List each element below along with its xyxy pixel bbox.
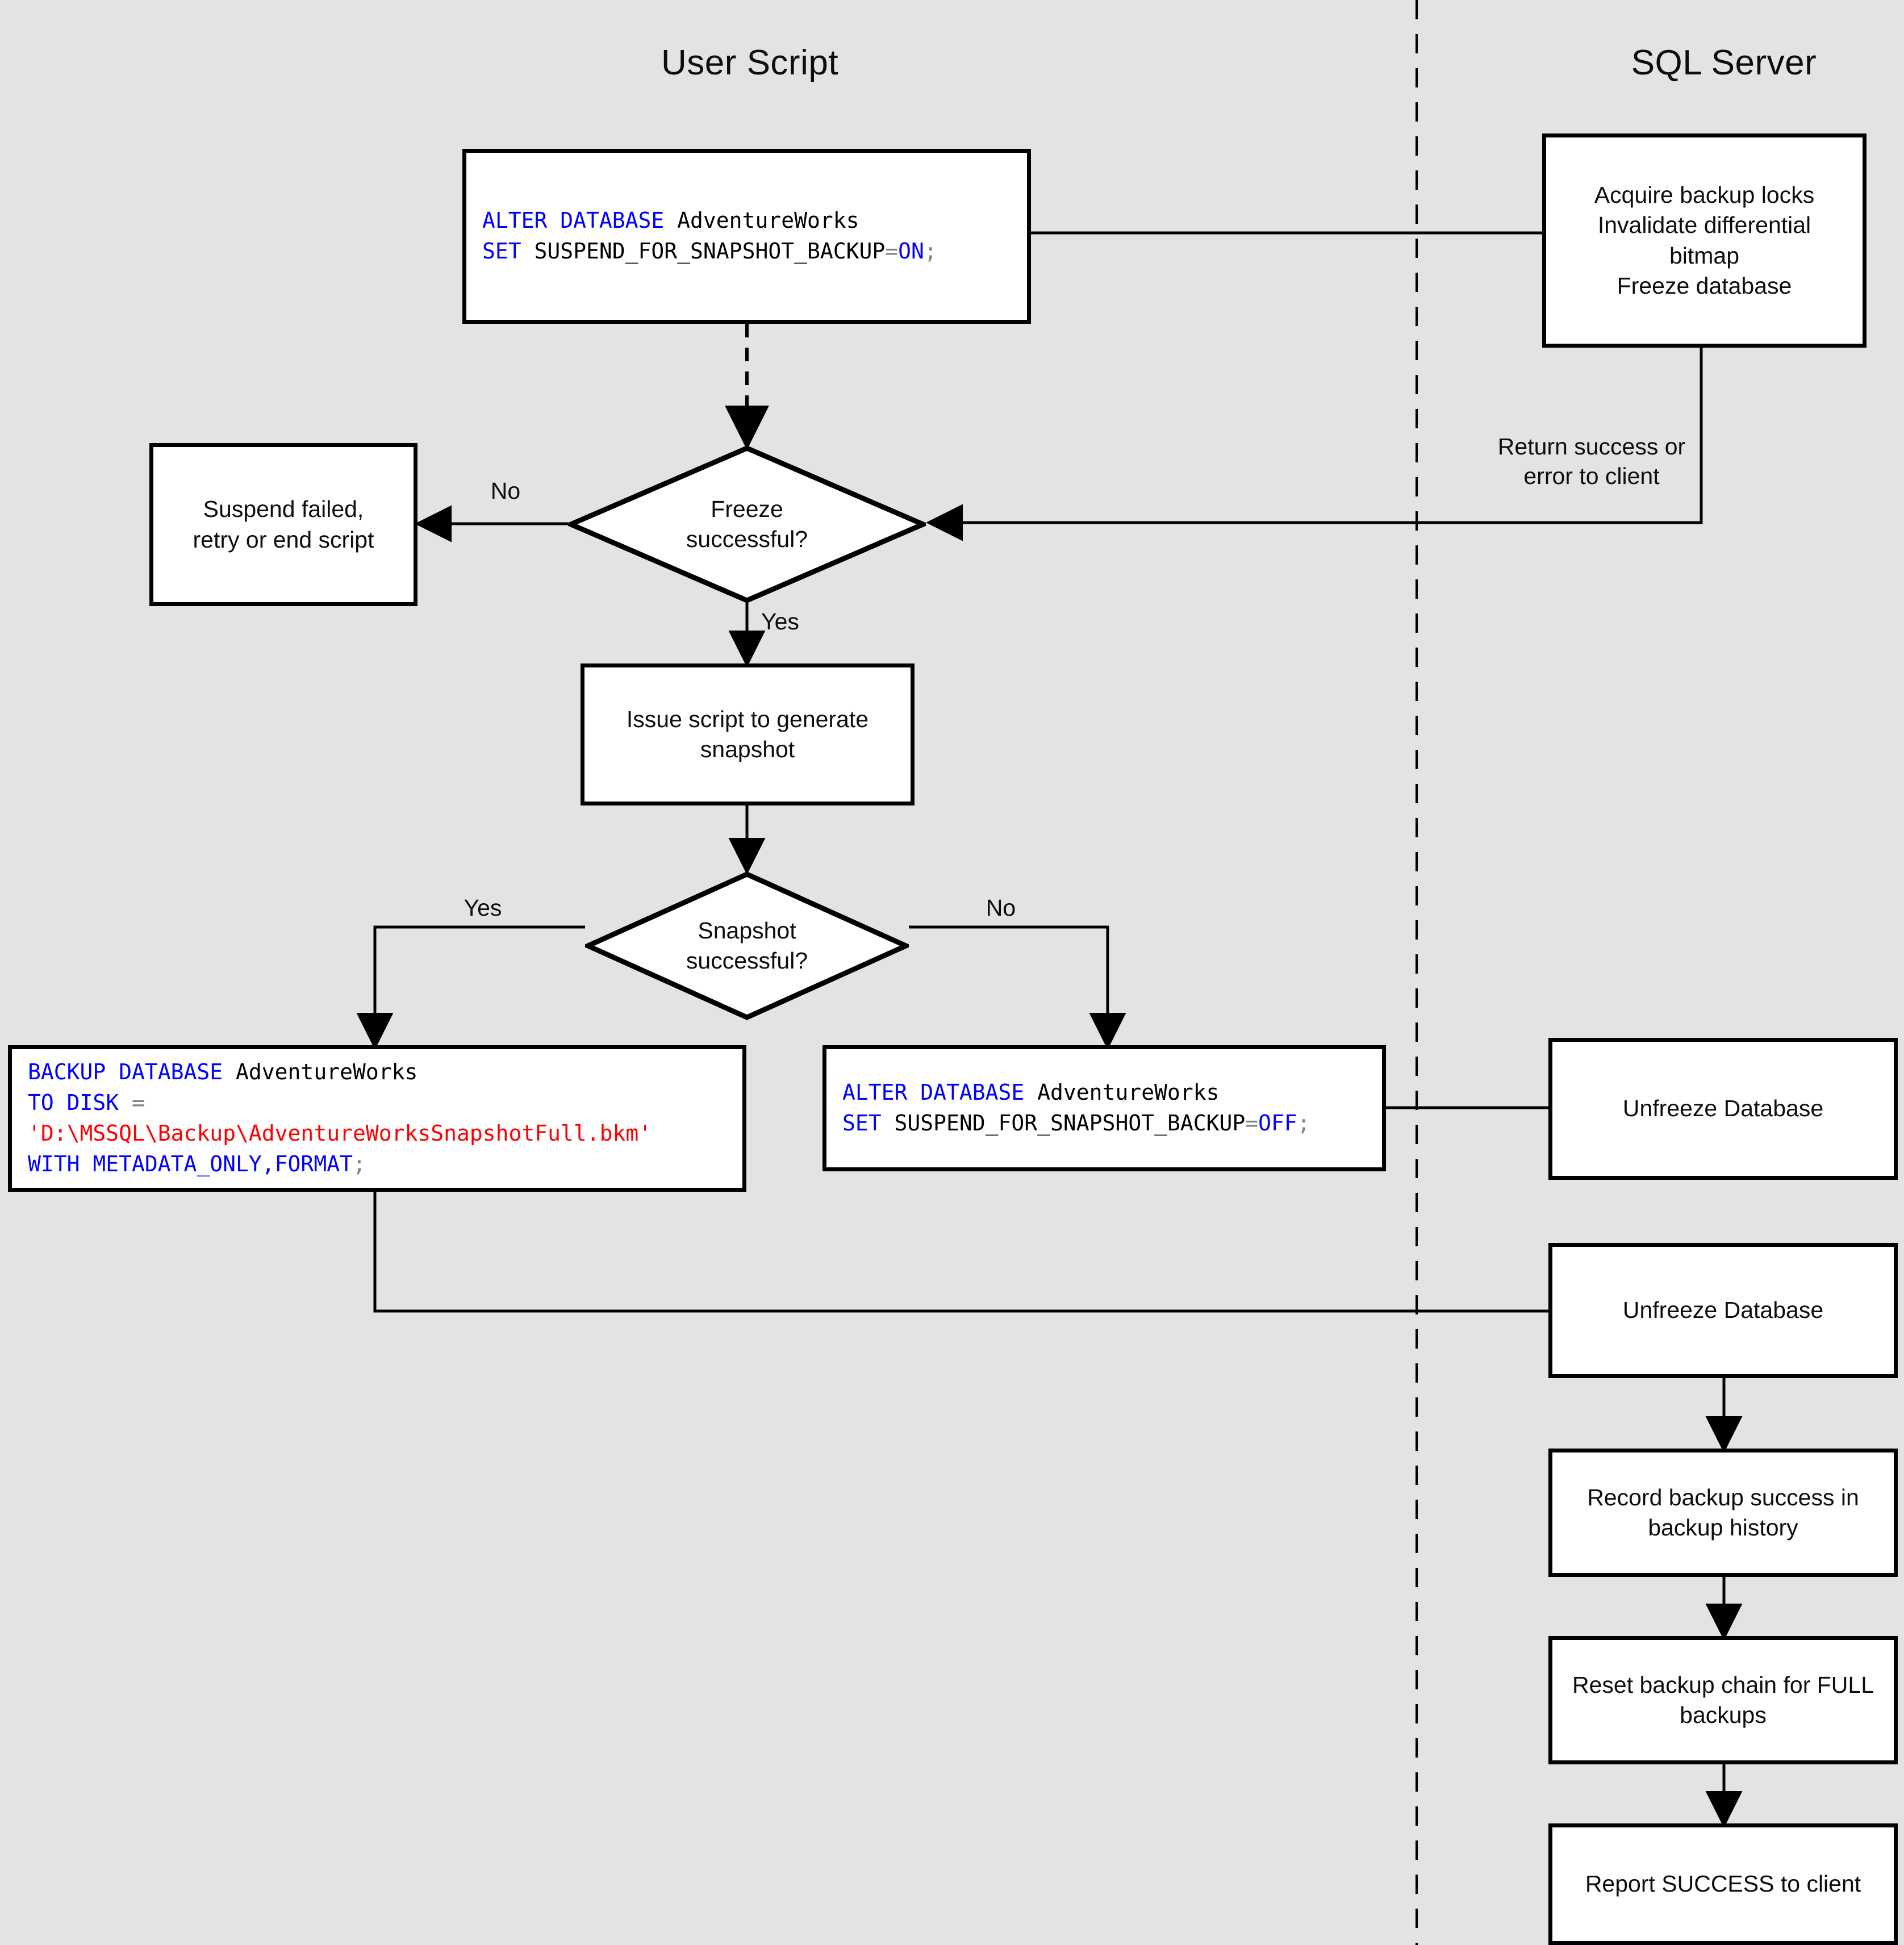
edge-label-return-to-client: Return success or error to client [1497, 433, 1686, 490]
node-unfreeze-database-1[interactable]: Unfreeze Database [1548, 1038, 1898, 1180]
node-alter-database-suspend-on[interactable]: ALTER DATABASE AdventureWorks SET SUSPEN… [462, 149, 1031, 324]
sql-code-alter-off: ALTER DATABASE AdventureWorks SET SUSPEN… [842, 1080, 1310, 1136]
node-issue-script[interactable]: Issue script to generate snapshot [581, 663, 915, 805]
decision-freeze-successful[interactable]: Freeze successful? [568, 445, 926, 603]
edge-label-snapshot-no: No [986, 895, 1016, 921]
node-reset-backup-chain[interactable]: Reset backup chain for FULL backups [1548, 1636, 1898, 1764]
sql-code-backup: BACKUP DATABASE AdventureWorks TO DISK =… [28, 1059, 652, 1176]
node-acquire-backup-locks-label: Acquire backup locks Invalidate differen… [1594, 181, 1815, 299]
edge-label-freeze-yes: Yes [761, 608, 799, 635]
node-unfreeze-database-2[interactable]: Unfreeze Database [1548, 1243, 1898, 1378]
node-issue-script-label: Issue script to generate snapshot [626, 706, 869, 762]
node-report-success[interactable]: Report SUCCESS to client [1548, 1823, 1898, 1945]
decision-snapshot-successful[interactable]: Snapshot successful? [585, 871, 909, 1020]
node-reset-backup-chain-label: Reset backup chain for FULL backups [1572, 1671, 1874, 1728]
node-record-backup-success[interactable]: Record backup success in backup history [1548, 1449, 1898, 1577]
node-backup-database-metadata-only[interactable]: BACKUP DATABASE AdventureWorks TO DISK =… [8, 1045, 746, 1192]
node-record-backup-success-label: Record backup success in backup history [1587, 1484, 1859, 1541]
node-unfreeze-database-2-label: Unfreeze Database [1622, 1297, 1824, 1324]
node-suspend-failed-label: Suspend failed, retry or end script [193, 496, 374, 553]
node-alter-database-suspend-off[interactable]: ALTER DATABASE AdventureWorks SET SUSPEN… [822, 1045, 1386, 1171]
edge-label-snapshot-yes: Yes [464, 895, 502, 921]
lane-title-user-script: User Script [661, 43, 839, 82]
decision-freeze-successful-label: Freeze successful? [686, 495, 808, 552]
edge-label-freeze-no: No [490, 478, 521, 504]
node-suspend-failed[interactable]: Suspend failed, retry or end script [149, 443, 417, 606]
decision-snapshot-successful-label: Snapshot successful? [686, 917, 808, 974]
node-unfreeze-database-1-label: Unfreeze Database [1622, 1095, 1824, 1122]
sql-code-alter-on: ALTER DATABASE AdventureWorks SET SUSPEN… [482, 208, 937, 264]
node-acquire-backup-locks[interactable]: Acquire backup locks Invalidate differen… [1542, 133, 1867, 348]
node-report-success-label: Report SUCCESS to client [1585, 1871, 1861, 1897]
lane-title-sql-server: SQL Server [1631, 43, 1817, 82]
